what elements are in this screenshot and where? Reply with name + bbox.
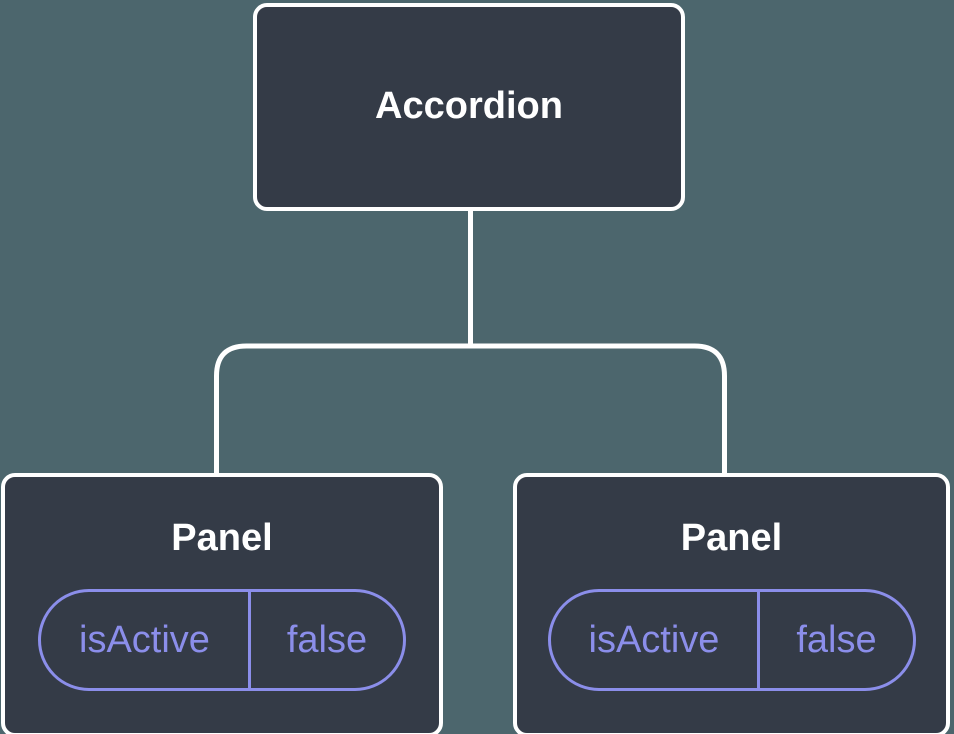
accordion-node-label: Accordion <box>375 85 563 128</box>
state-pill: isActive false <box>38 588 406 691</box>
panel-node-label: Panel <box>171 517 273 559</box>
tree-node-panel-left: Panel isActive false <box>1 473 443 734</box>
tree-node-accordion: Accordion <box>253 3 685 211</box>
tree-node-panel-right: Panel isActive false <box>513 473 950 734</box>
state-value: false <box>286 618 368 661</box>
panel-node-label: Panel <box>680 517 783 559</box>
connector-branch-line <box>214 343 727 477</box>
state-name: isActive <box>551 591 761 688</box>
state-pill: isActive false <box>547 588 916 691</box>
state-value: false <box>796 618 877 661</box>
state-name: isActive <box>41 591 251 688</box>
